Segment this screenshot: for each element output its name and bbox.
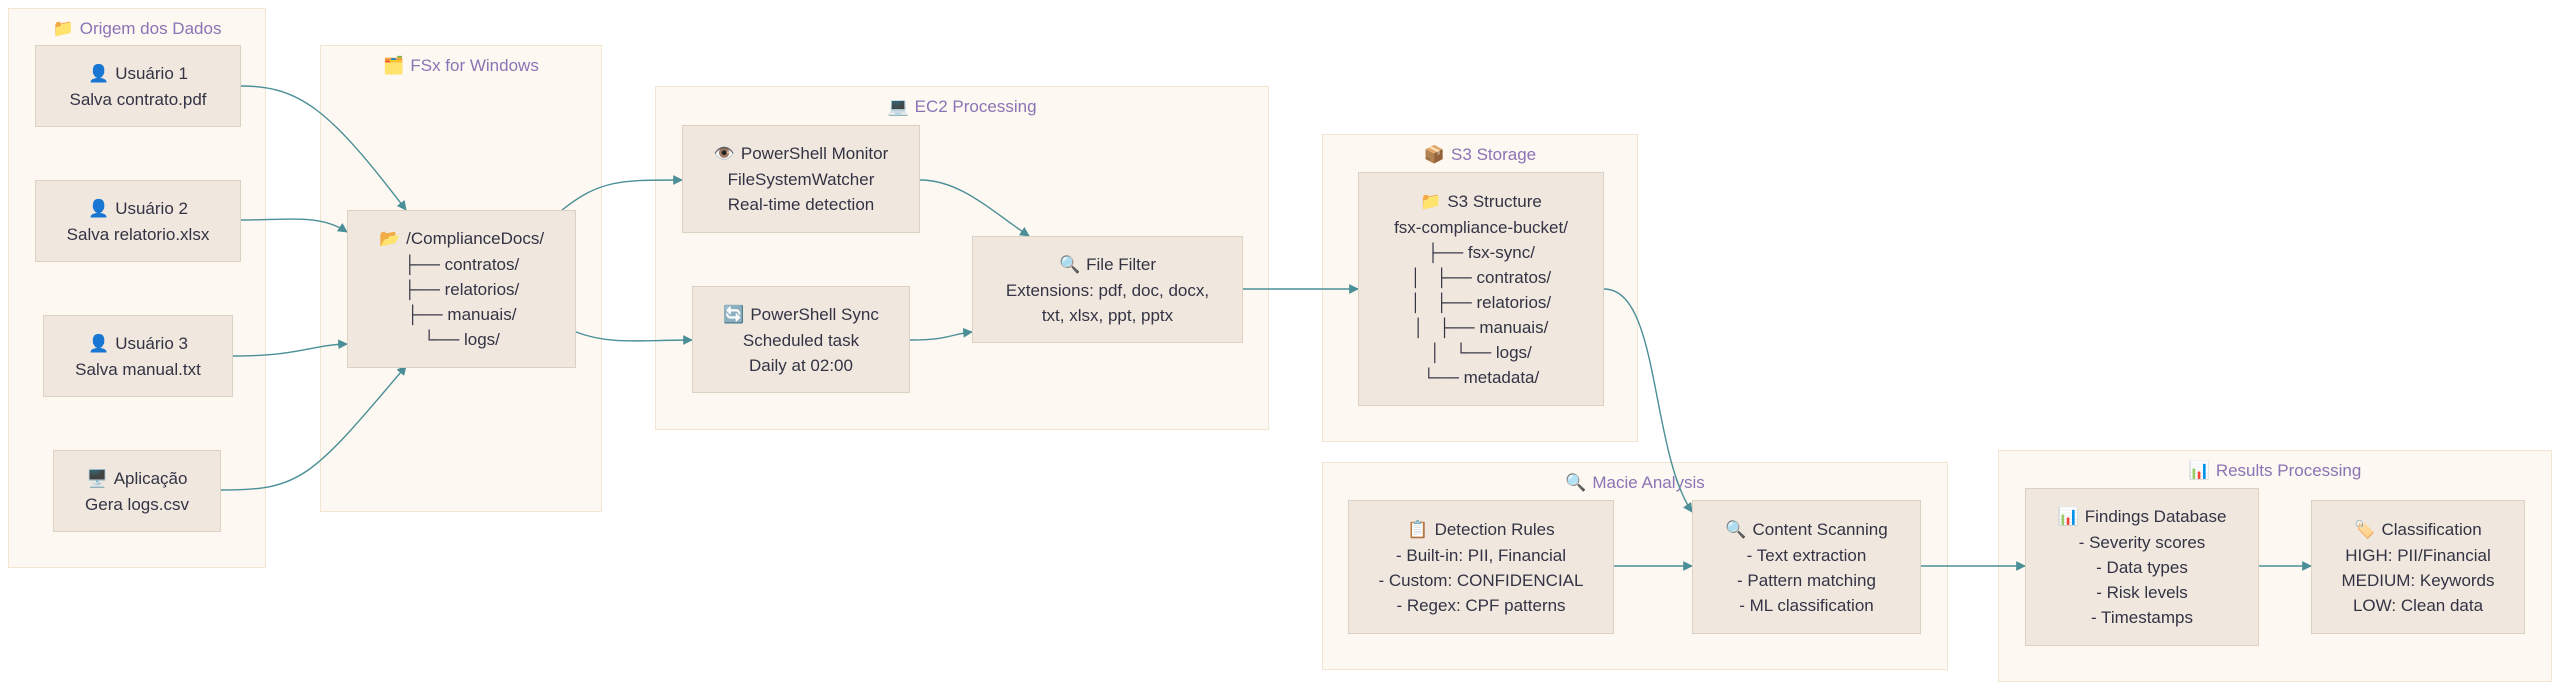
node-title: Usuário 3 xyxy=(115,333,188,353)
magnifier-icon: 🔍 xyxy=(1058,254,1081,275)
node-title: Aplicação xyxy=(113,468,188,488)
edge-pssync-to-filefilter xyxy=(909,327,973,341)
edge-compliancedocs-to-pssync xyxy=(575,331,693,345)
node-usuario-1[interactable]: 👤Usuário 1 Salva contrato.pdf xyxy=(35,45,241,127)
tree-line: ├── contratos/ xyxy=(403,255,520,274)
node-line: Extensions: pdf, doc, docx, xyxy=(1005,280,1210,300)
edge-app-to-compliancedocs xyxy=(220,365,407,491)
node-detection-rules[interactable]: 📋Detection Rules - Built-in: PII, Financ… xyxy=(1348,500,1614,634)
node-line: Real-time detection xyxy=(727,195,875,214)
node-line: Scheduled task xyxy=(742,330,860,350)
node-title: Classification xyxy=(2381,519,2482,539)
node-usuario-3[interactable]: 👤Usuário 3 Salva manual.txt xyxy=(43,315,233,397)
node-line: HIGH: PII/Financial xyxy=(2345,545,2491,565)
label-tag-icon: 🏷️ xyxy=(2354,519,2376,540)
node-line: - Pattern matching xyxy=(1737,570,1876,590)
node-content-scanning[interactable]: 🔍Content Scanning - Text extraction - Pa… xyxy=(1692,500,1921,634)
user-icon: 👤 xyxy=(88,63,110,84)
magnifier-icon: 🔍 xyxy=(1565,473,1587,493)
node-line: txt, xlsx, ppt, pptx xyxy=(1041,305,1174,325)
cluster-title-fsx: FSx for Windows xyxy=(410,56,539,75)
node-title: Usuário 2 xyxy=(115,198,188,218)
node-line: - Built-in: PII, Financial xyxy=(1395,545,1567,565)
node-line: Daily at 02:00 xyxy=(749,355,853,375)
node-line: - Regex: CPF patterns xyxy=(1396,595,1566,615)
tree-line: ├── fsx-sync/ xyxy=(1427,242,1535,262)
tree-line: ├── manuais/ xyxy=(406,305,517,324)
edge-s3structure-to-contentscanning xyxy=(1603,288,1693,513)
tree-line: ├── relatorios/ xyxy=(403,280,520,299)
node-line: - Risk levels xyxy=(2096,583,2188,602)
node-line: - Severity scores xyxy=(2078,533,2206,552)
node-powershell-sync[interactable]: 🔄PowerShell Sync Scheduled task Daily at… xyxy=(692,286,910,393)
node-powershell-monitor[interactable]: 👁️ PowerShell Monitor FileSystemWatcher R… xyxy=(682,125,920,233)
tree-line: │ ├── contratos/ xyxy=(1410,267,1552,287)
node-title: S3 Structure xyxy=(1447,191,1542,211)
tree-line: │ ├── manuais/ xyxy=(1413,317,1549,337)
node-line: Salva relatorio.xlsx xyxy=(66,224,210,244)
cluster-title-ec2: EC2 Processing xyxy=(914,97,1037,116)
desktop-computer-icon: 🖥️ xyxy=(86,468,108,489)
package-icon: 📦 xyxy=(1423,145,1446,165)
node-line: LOW: Clean data xyxy=(2352,595,2484,615)
node-usuario-2[interactable]: 👤Usuário 2 Salva relatorio.xlsx xyxy=(35,180,241,262)
eye-icon: 👁️ xyxy=(713,144,735,164)
edge-user1-to-compliancedocs xyxy=(240,85,407,211)
cluster-title-results: Results Processing xyxy=(2215,461,2362,480)
edge-compliancedocs-to-psmonitor xyxy=(561,175,683,211)
node-compliance-docs[interactable]: 📂 /ComplianceDocs/ ├── contratos/ ├── rel… xyxy=(347,210,576,368)
magnifier-icon: 🔍 xyxy=(1725,519,1747,540)
node-line: Salva contrato.pdf xyxy=(69,89,207,109)
node-line: - ML classification xyxy=(1739,595,1874,615)
edge-user2-to-compliancedocs xyxy=(240,218,348,233)
cluster-title-s3: S3 Storage xyxy=(1451,145,1537,164)
node-line: FileSystemWatcher xyxy=(727,170,875,189)
node-classification[interactable]: 🏷️Classification HIGH: PII/Financial MED… xyxy=(2311,500,2525,634)
node-line: - Timestamps xyxy=(2090,608,2194,627)
sync-icon: 🔄 xyxy=(723,304,745,325)
bar-chart-icon: 📊 xyxy=(2057,507,2079,527)
folder-icon: 📁 xyxy=(1420,191,1442,212)
laptop-icon: 💻 xyxy=(887,97,909,117)
node-title: /ComplianceDocs/ xyxy=(406,229,545,248)
node-s3-structure[interactable]: 📁S3 Structure fsx-compliance-bucket/ ├──… xyxy=(1358,172,1604,406)
user-icon: 👤 xyxy=(88,198,110,219)
node-line: - Custom: CONFIDENCIAL xyxy=(1378,570,1584,590)
folder-icon: 📁 xyxy=(52,19,74,39)
user-icon: 👤 xyxy=(88,333,110,354)
node-title: File Filter xyxy=(1086,254,1157,274)
node-line: MEDIUM: Keywords xyxy=(2341,570,2495,590)
tree-line: └── metadata/ xyxy=(1422,367,1540,387)
node-line: - Data types xyxy=(2096,558,2188,577)
node-title: Detection Rules xyxy=(1434,519,1555,539)
node-line: - Text extraction xyxy=(1746,545,1867,565)
tree-line: │ └── logs/ xyxy=(1430,342,1532,362)
node-line: Salva manual.txt xyxy=(75,359,201,379)
node-title: Content Scanning xyxy=(1752,519,1888,539)
cluster-title-origem: Origem dos Dados xyxy=(79,19,222,38)
node-file-filter[interactable]: 🔍File Filter Extensions: pdf, doc, docx,… xyxy=(972,236,1243,343)
node-title: Findings Database xyxy=(2084,507,2227,526)
node-title: PowerShell Monitor xyxy=(740,144,889,163)
open-folder-icon: 📂 xyxy=(378,229,401,249)
edge-user3-to-compliancedocs xyxy=(232,339,348,357)
bar-chart-icon: 📊 xyxy=(2188,461,2210,481)
node-findings-database[interactable]: 📊 Findings Database - Severity scores - D… xyxy=(2025,488,2259,646)
node-aplicacao[interactable]: 🖥️Aplicação Gera logs.csv xyxy=(53,450,221,532)
tree-line: fsx-compliance-bucket/ xyxy=(1394,217,1568,237)
card-index-dividers-icon: 🗂️ xyxy=(383,56,405,76)
tree-line: │ ├── relatorios/ xyxy=(1410,292,1552,312)
node-title: PowerShell Sync xyxy=(750,304,879,324)
clipboard-icon: 📋 xyxy=(1407,519,1429,540)
tree-line: └── logs/ xyxy=(423,330,500,349)
node-title: Usuário 1 xyxy=(115,63,188,83)
edge-psmonitor-to-filefilter xyxy=(919,179,1030,237)
node-line: Gera logs.csv xyxy=(85,494,189,514)
